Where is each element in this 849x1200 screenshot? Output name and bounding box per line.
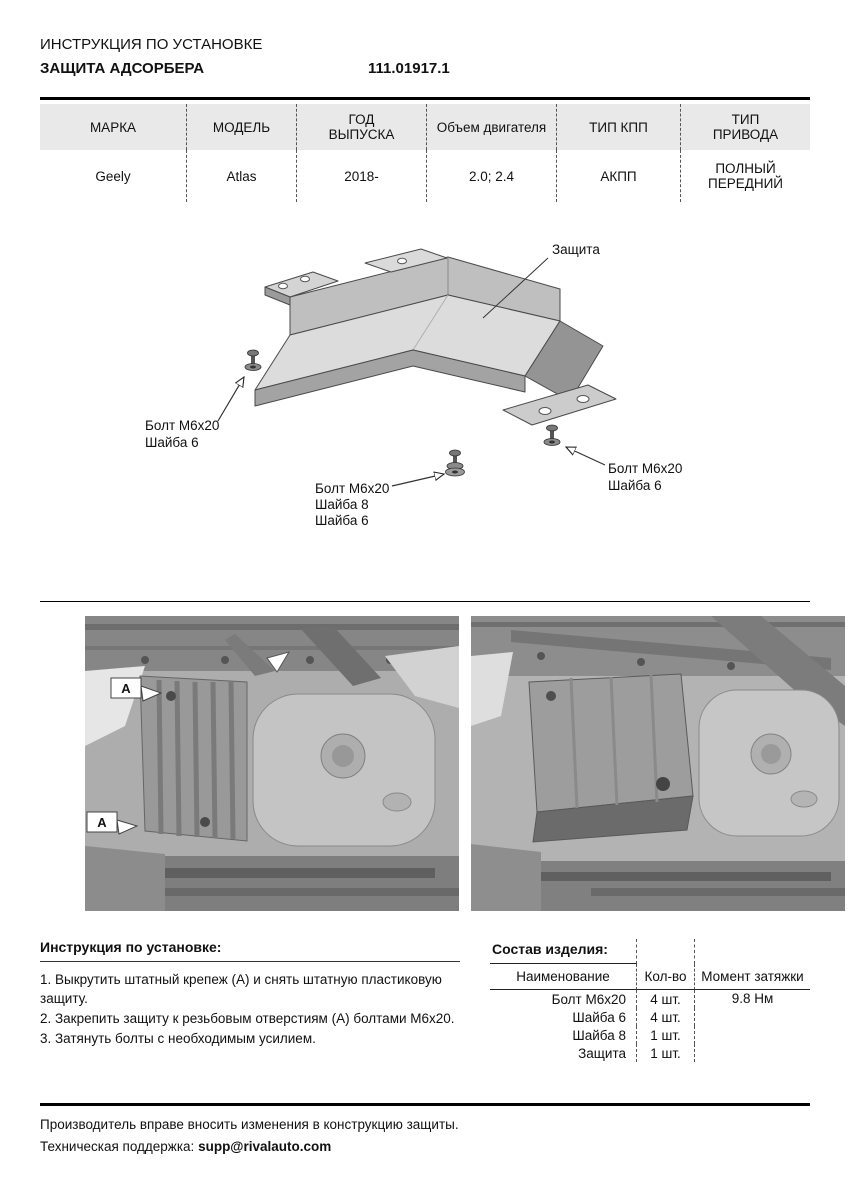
composition-table: Состав изделия: Наименование Кол-во Моме… xyxy=(490,939,810,1062)
part-number: 111.01917.1 xyxy=(368,60,450,77)
photo-after xyxy=(471,616,845,911)
composition-title: Состав изделия: xyxy=(490,939,637,964)
callout-right-arrow xyxy=(566,447,606,466)
composition-row-qty: 1 шт. xyxy=(637,1044,695,1062)
callout-bottom-arrow xyxy=(391,474,444,487)
header-divider xyxy=(40,97,810,100)
bolt-bottom-icon xyxy=(445,449,465,477)
composition-row-name: Болт М6х20 xyxy=(490,990,637,1008)
callout-part-leader xyxy=(482,257,549,319)
composition-title-spacer2 xyxy=(695,939,810,964)
composition-header-name: Наименование xyxy=(490,964,637,990)
composition-row-name: Защита xyxy=(490,1044,637,1062)
composition-row-torque xyxy=(695,1044,810,1062)
installation-diagram: Защита Болт М6х20 Шайба 6 Болт М6х20 Шай… xyxy=(40,225,810,545)
callout-bottom-line3: Шайба 6 xyxy=(315,513,369,528)
callout-right-line1: Болт М6х20 xyxy=(608,461,682,476)
spec-header-model: МОДЕЛЬ xyxy=(187,104,297,150)
composition-row-name: Шайба 6 xyxy=(490,1008,637,1026)
composition-title-spacer xyxy=(637,939,695,964)
install-step-3: 3. Затянуть болты с необходимым усилием. xyxy=(40,1031,316,1047)
photos-row: А А xyxy=(85,616,845,911)
doc-title-line2: ЗАЩИТА АДСОРБЕРА xyxy=(40,60,205,77)
callout-bottom-line1: Болт М6х20 xyxy=(315,481,389,496)
location-marker-a-top: А xyxy=(110,677,163,702)
composition-row-qty: 4 шт. xyxy=(637,1008,695,1026)
photo-before: А А xyxy=(85,616,459,911)
spec-value-drive: ПОЛНЫЙ ПЕРЕДНИЙ xyxy=(707,161,783,191)
spec-value-engine: 2.0; 2.4 xyxy=(427,150,557,202)
vehicle-spec-table: МАРКА МОДЕЛЬ ГОД ВЫПУСКА Объем двигателя… xyxy=(40,104,810,202)
callout-left-arrow xyxy=(217,377,244,422)
composition-header-qty: Кол-во xyxy=(637,964,695,990)
callout-left-line1: Болт М6х20 xyxy=(145,418,219,433)
spec-header-brand: МАРКА xyxy=(40,104,187,150)
install-title: Инструкция по установке: xyxy=(40,939,222,955)
spec-value-model: Atlas xyxy=(187,150,297,202)
install-step-1: 1. Выкрутить штатный крепеж (А) и снять … xyxy=(40,972,442,1007)
section-divider xyxy=(40,601,810,602)
pointer-arrow-icon xyxy=(266,651,291,673)
spec-header-drive: ТИП ПРИВОДА xyxy=(681,104,810,150)
callout-right-line2: Шайба 6 xyxy=(608,478,662,493)
install-step-2: 2. Закрепить защиту к резьбовым отверсти… xyxy=(40,1011,455,1027)
spec-value-year: 2018- xyxy=(297,150,427,202)
composition-row-torque xyxy=(695,1026,810,1044)
install-title-underline xyxy=(40,961,460,962)
composition-row-torque xyxy=(695,1008,810,1026)
marker-a-label: А xyxy=(121,681,131,696)
installed-plate-shape xyxy=(528,673,694,843)
footer-support: Техническая поддержка: supp@rivalauto.co… xyxy=(40,1139,331,1154)
composition-header-torque: Момент затяжки xyxy=(695,964,810,990)
doc-title-line1: ИНСТРУКЦИЯ ПО УСТАНОВКЕ xyxy=(40,36,263,53)
photo-before-image: А А xyxy=(85,616,459,911)
callout-left-line2: Шайба 6 xyxy=(145,435,199,450)
composition-row-torque: 9.8 Нм xyxy=(731,991,774,1006)
spec-header-year: ГОД ВЫПУСКА xyxy=(297,104,427,150)
footer-divider xyxy=(40,1103,810,1106)
composition-row-qty: 1 шт. xyxy=(637,1026,695,1044)
support-label: Техническая поддержка: xyxy=(40,1139,195,1154)
footer-disclaimer: Производитель вправе вносить изменения в… xyxy=(40,1117,459,1132)
spec-header-gearbox: ТИП КПП xyxy=(557,104,681,150)
composition-row-qty: 4 шт. xyxy=(637,990,695,1008)
protection-plate-shape xyxy=(254,248,617,426)
spec-header-engine: Объем двигателя xyxy=(427,104,557,150)
composition-row-name: Шайба 8 xyxy=(490,1026,637,1044)
bolt-left-icon xyxy=(244,349,262,371)
location-marker-a-bottom: А xyxy=(86,811,139,835)
callout-part-label: Защита xyxy=(552,242,600,257)
spec-value-brand: Geely xyxy=(40,150,187,202)
spec-value-gearbox: АКПП xyxy=(557,150,681,202)
part-drawing: Защита Болт М6х20 Шайба 6 Болт М6х20 Шай… xyxy=(145,242,682,528)
callout-bottom-line2: Шайба 8 xyxy=(315,497,369,512)
marker-a-label: А xyxy=(97,815,107,830)
photo-after-image xyxy=(471,616,845,911)
bolt-right-icon xyxy=(543,424,561,446)
support-email: supp@rivalauto.com xyxy=(198,1139,332,1154)
install-instructions: Инструкция по установке: 1. Выкрутить шт… xyxy=(40,939,460,1050)
